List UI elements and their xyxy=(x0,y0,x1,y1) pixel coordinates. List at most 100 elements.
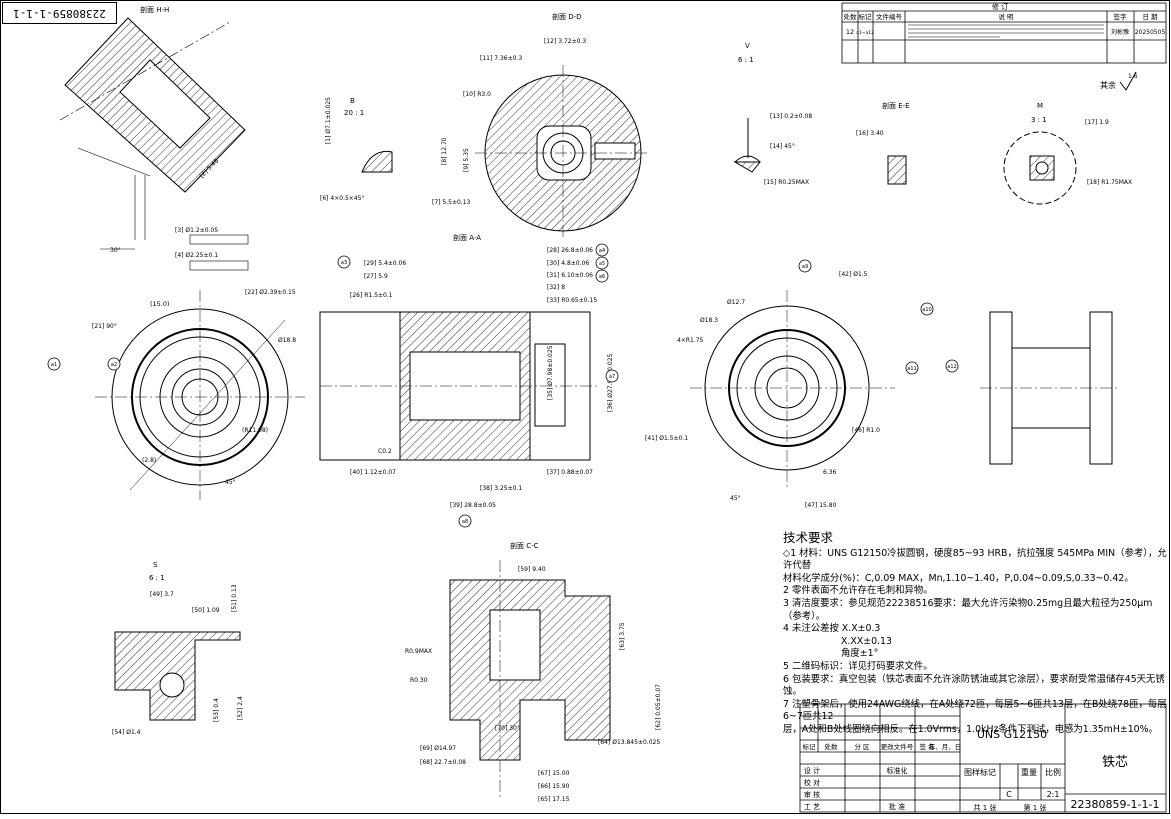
tb-approve: 批 准 xyxy=(889,802,905,811)
roughness-value: 1.6 xyxy=(1128,73,1138,80)
stage-value: C xyxy=(1006,790,1012,799)
material: UNS G12150 xyxy=(977,728,1047,741)
dim-left-28: (2.8) xyxy=(142,457,156,464)
dim-b-1: [1] Ø7.1±0.025 xyxy=(325,97,332,144)
left-circular-view xyxy=(95,290,305,500)
rev-header-sign: 签字 xyxy=(1114,12,1128,21)
section-hh-title: 剖面 H-H xyxy=(140,5,169,14)
dim-b-6: [6] 4×0.5×45° xyxy=(320,195,364,202)
rev-header-date: 日 期 xyxy=(1142,13,1158,21)
dim-aa-35: [35] Ø7.98±0.025 xyxy=(547,345,554,400)
dim-aa-31: [31] 6.10±0.06 xyxy=(547,272,593,279)
section-cc-view xyxy=(449,560,611,800)
dim-r-183: Ø18.3 xyxy=(700,317,718,324)
dim-left-21: [21] 90° xyxy=(92,323,117,330)
tech-tol-2: 角度±1° xyxy=(841,648,879,660)
rev-description-lines xyxy=(908,24,1104,38)
dim-h-4: [4] Ø2.25±0.1 xyxy=(175,252,218,259)
part-name: 铁芯 xyxy=(1102,755,1128,770)
balloon-a12: a12 xyxy=(947,364,956,370)
dim-left-15: (15.0) xyxy=(150,300,170,308)
tech-line-2: 材料化学成分(%)：C,0.09 MAX，Mn,1.10~1.40，P,0.04… xyxy=(783,572,1134,584)
dim-aa-39: [39] 28.8±0.05 xyxy=(450,502,496,509)
tech-line-4: 3 清洁度要求：参见规范22238516要求：最大允许污染物0.25mg且最大粒… xyxy=(783,597,1153,622)
dim-aa-c02: C0.2 xyxy=(378,448,392,455)
dim-dd-7: [7] 5.5±0.13 xyxy=(432,199,471,206)
sheets-total: 共 1 张 xyxy=(974,803,997,812)
dim-r-r10: [46] R1.0 xyxy=(852,427,880,434)
dim-aa-38: [38] 3.25±0.1 xyxy=(480,485,522,492)
dim-left-45: 45° xyxy=(225,479,236,486)
dim-cc-69: [69] Ø14.97 xyxy=(420,745,456,752)
dim-m-17: [17] 1.9 xyxy=(1085,119,1109,126)
dim-cc-66: [66] 15.90 xyxy=(538,783,570,790)
detail-m-scale: 3 : 1 xyxy=(1031,116,1047,124)
detail-v-scale: 6 : 1 xyxy=(738,56,754,64)
tech-title: 技术要求 xyxy=(783,530,834,545)
dim-s-52: [52] 2.4 xyxy=(237,696,244,720)
dim-dd-12: [12] 3.72±0.3 xyxy=(544,38,586,45)
tech-line-9: 层，A处和B处线圈绕向相反。在1.0Vrms，1.0kHz条件下测试，电感为1.… xyxy=(783,723,1158,735)
section-ee-title: 剖面 E-E xyxy=(882,101,910,110)
dim-s-53: [53] 0.4 xyxy=(213,698,220,722)
rotated-drawing-number: 22380859-1-1-1 xyxy=(2,2,117,24)
balloons xyxy=(47,243,959,528)
dim-left-22: [22] Ø2.39±0.15 xyxy=(245,289,296,296)
detail-s-scale: 6 : 1 xyxy=(149,574,165,582)
dim-aa-36: [36] Ø27.96±0.025 xyxy=(607,353,614,412)
tb-process: 工 艺 xyxy=(804,803,820,811)
tb-check: 校 对 xyxy=(804,778,820,787)
section-aa-view xyxy=(319,311,600,461)
stage-label: 图样标记 xyxy=(964,767,996,777)
dim-left-188: Ø18.8 xyxy=(278,337,296,344)
dim-aa-37: [37] 0.88±0.07 xyxy=(547,469,593,476)
dim-s-51: [51] 0.13 xyxy=(231,584,238,612)
dim-cc-65: [65] 17.15 xyxy=(538,796,570,803)
tb-review: 审 核 xyxy=(804,790,820,799)
tech-line-8: 7 注塑骨架后，使用24AWG绕线，在A处绕72匝，每层5~6匝共13层，在B处… xyxy=(783,698,1167,723)
dim-h-3: [3] Ø1.2±0.05 xyxy=(175,227,218,234)
detail-v-view xyxy=(733,118,762,173)
section-cc-title: 剖面 C-C xyxy=(510,541,539,550)
dim-cc-59: [59] 9.40 xyxy=(518,566,546,573)
dim-s-49: [49] 3.7 xyxy=(150,591,174,598)
detail-m-letter: M xyxy=(1037,102,1043,110)
dim-cc-r03: R0.30 xyxy=(410,677,428,684)
dim-s-54: [54] Ø1.4 xyxy=(112,729,141,736)
dim-dd-9: [9] 5.35 xyxy=(463,148,470,172)
section-dd-view xyxy=(475,65,650,240)
tb-header-count: 处数 xyxy=(825,742,839,751)
dim-s-50: [50] 1.09 xyxy=(192,607,220,614)
section-hh-view xyxy=(59,17,246,250)
dim-aa-32: [32] 8 xyxy=(547,284,565,291)
dim-r-1580: [47] 15.80 xyxy=(805,502,837,509)
tb-header-mark: 标记 xyxy=(803,742,817,751)
weight-label: 重量 xyxy=(1021,767,1037,777)
tb-header-sign: 签 名 xyxy=(919,742,934,751)
section-aa-title: 剖面 A-A xyxy=(453,233,481,242)
detail-s-letter: S xyxy=(153,561,158,569)
gdt-frame-h3 xyxy=(189,234,249,245)
rev-header-count: 处数 xyxy=(844,12,858,21)
side-view xyxy=(980,311,1120,465)
dim-aa-33: [33] R0.65±0.15 xyxy=(547,297,597,304)
rev-count: 12 xyxy=(846,28,854,36)
dim-r-41: [41] Ø1.5±0.1 xyxy=(645,435,688,442)
detail-m-view xyxy=(1003,131,1077,205)
detail-b-letter: B xyxy=(350,97,355,105)
gdt-frame-h4 xyxy=(189,260,249,271)
balloon-a8: a8 xyxy=(462,519,468,525)
scale-label: 比例 xyxy=(1045,767,1061,777)
tb-header-file: 更改文件号 xyxy=(881,742,914,751)
balloon-a4: a4 xyxy=(599,248,605,254)
rev-mark: a1~a12 xyxy=(856,30,874,36)
dim-dd-10: [10] R3.0 xyxy=(463,91,491,98)
dim-m-18: [18] R1.75MAX xyxy=(1087,179,1132,186)
title-block-grid xyxy=(799,703,1167,813)
detail-s-view xyxy=(114,631,241,721)
dim-v-13: [13] 0.2±0.08 xyxy=(770,113,812,120)
rev-header-file: 文件编号 xyxy=(876,12,903,21)
